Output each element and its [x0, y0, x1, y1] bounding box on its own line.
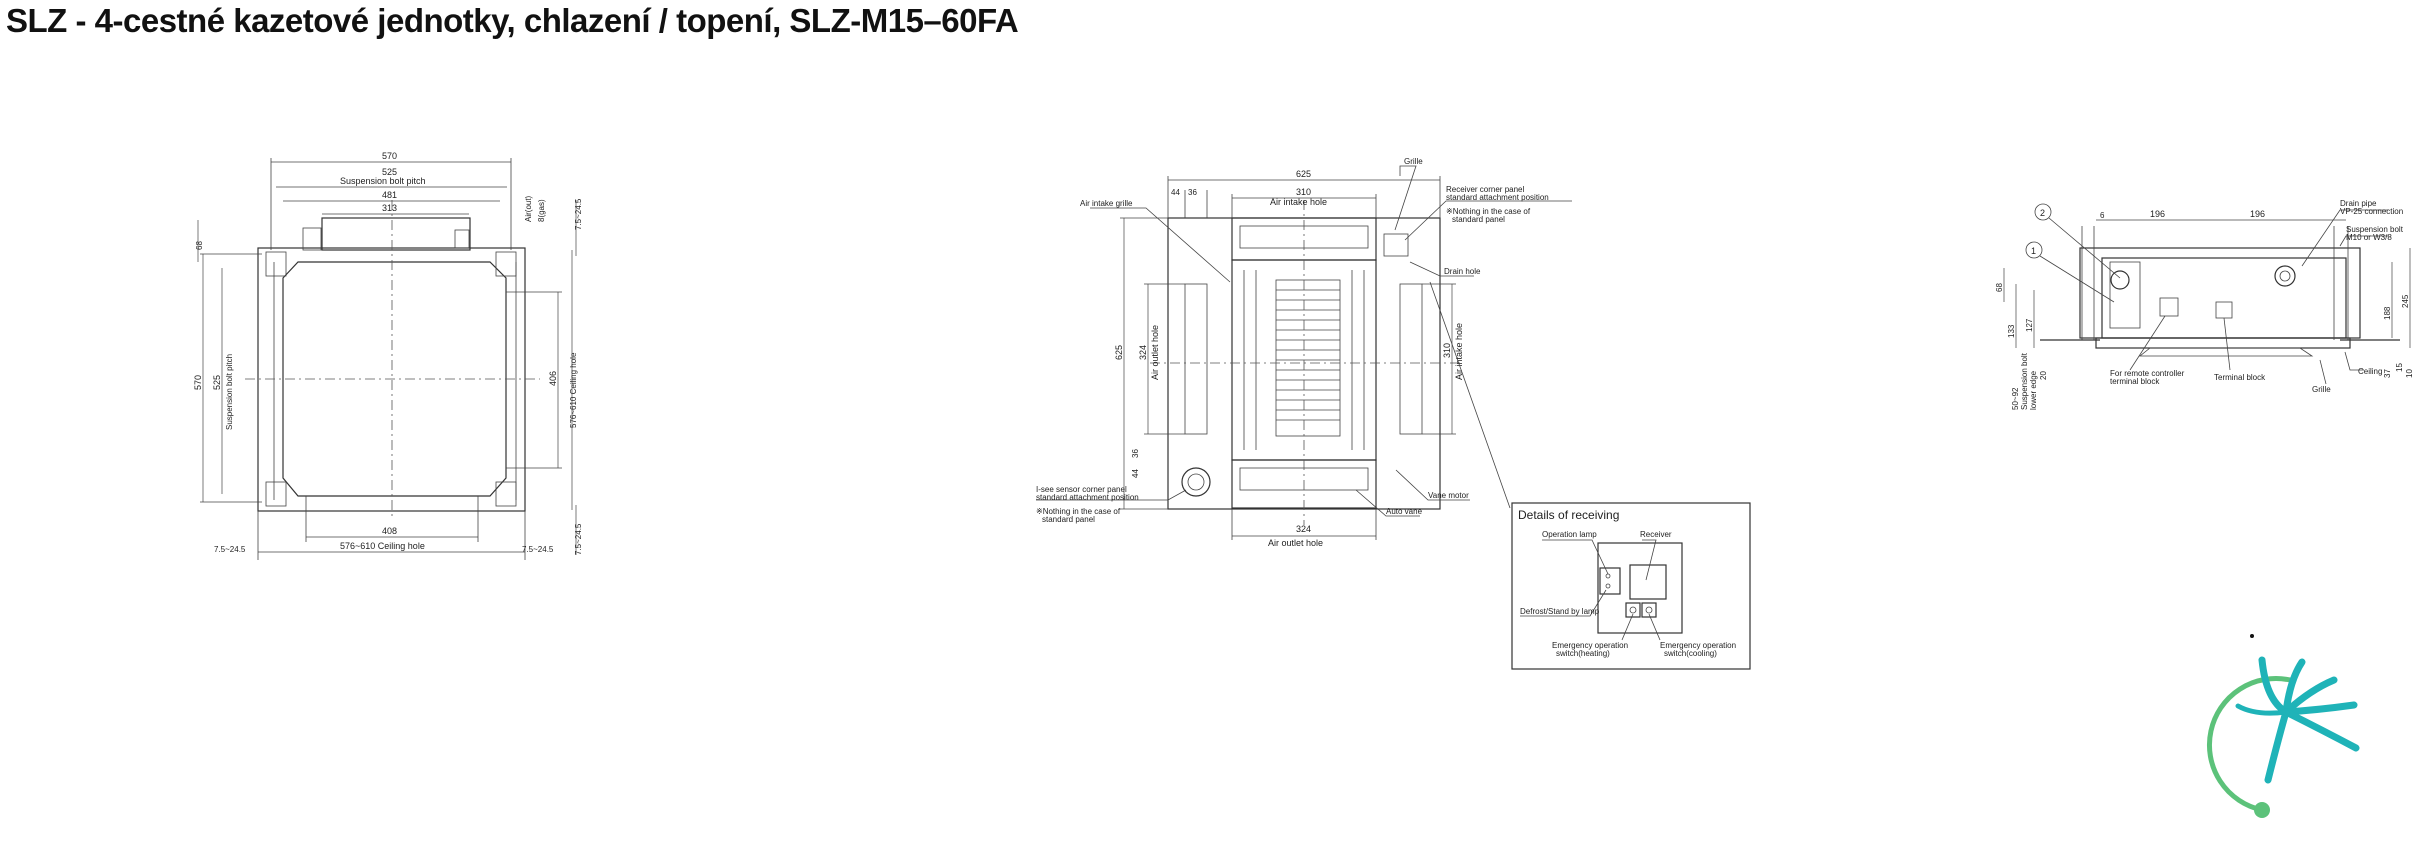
ceiling-label: Ceiling [2358, 367, 2382, 376]
ceiling-hole-v-label: 576~610 Ceiling hole [569, 352, 578, 428]
dim-h68: 68 [1995, 283, 2004, 292]
dim-h133: 133 [2007, 324, 2016, 338]
dim-406: 406 [548, 371, 558, 386]
view1-top-view: 570 525 Suspension bolt pitch 481 313 Ai… [193, 151, 583, 560]
dim-h37: 37 [2383, 369, 2392, 378]
dim-h625: 625 [1114, 345, 1124, 360]
air-intake-hole-label: Air intake hole [1270, 197, 1327, 207]
dim-408: 408 [382, 526, 397, 536]
emg-cool-1: Emergency operation [1660, 641, 1736, 650]
dim-570: 570 [382, 151, 397, 161]
circled-1-icon [2025, 241, 2043, 259]
dim-6: 6 [2100, 211, 2105, 220]
receiver-label: Receiver [1640, 530, 1672, 539]
dim-h324: 324 [1138, 345, 1148, 360]
isee-label-1: I-see sensor corner panel [1036, 485, 1127, 494]
defrost-label: Defrost/Stand by lamp [1520, 607, 1600, 616]
dim-h188: 188 [2383, 306, 2392, 320]
susp-bolt-label-1: Suspension bolt [2346, 225, 2404, 234]
view3-side-view: 6 196 196 2 1 68 133 127 20 50~92 Suspen… [1995, 199, 2414, 410]
dim-h20: 20 [2039, 371, 2048, 380]
dim-324: 324 [1296, 524, 1311, 534]
dim-44b: 44 [1131, 469, 1140, 478]
susp-bolt-label-2: M10 or W3/8 [2346, 233, 2392, 242]
receiver-note-2: standard panel [1452, 215, 1505, 224]
circled-2-icon [2034, 203, 2052, 221]
susp-level-3: lower edge [2029, 370, 2038, 410]
grille-slats [1243, 270, 1365, 450]
remote-label-1: For remote controller [2110, 369, 2185, 378]
dim-h245: 245 [2401, 294, 2410, 308]
drain-pipe-label-1: Drain pipe [2340, 199, 2377, 208]
dim-313: 313 [382, 203, 397, 213]
circled-1: 1 [2031, 246, 2036, 256]
dim-196a: 196 [2150, 209, 2165, 219]
receiver-panel-label-1: Receiver corner panel [1446, 185, 1524, 194]
operation-lamp-label: Operation lamp [1542, 530, 1597, 539]
dim-44: 44 [1171, 188, 1180, 197]
dim-h570: 570 [193, 375, 203, 390]
view3-unit-body [2079, 247, 2361, 339]
emg-heat-2: switch(heating) [1556, 649, 1610, 658]
view1-control-box [321, 217, 471, 251]
remote-label-2: terminal block [2110, 377, 2160, 386]
dim-top-right-75: 7.5~24.5 [574, 198, 583, 230]
page-title: SLZ - 4-cestné kazetové jednotky, chlaze… [6, 2, 1019, 39]
receiver-note-1: ※Nothing in the case of [1446, 207, 1531, 216]
dim-36: 36 [1188, 188, 1197, 197]
air-intake-hole-v-label: Air intake hole [1454, 323, 1464, 380]
dim-h525: 525 [212, 375, 222, 390]
receiver-icon [1629, 564, 1667, 600]
isee-note-2: standard panel [1042, 515, 1095, 524]
air-outlet-hole-label: Air outlet hole [1268, 538, 1323, 548]
dim-left-75: 7.5~24.5 [214, 545, 246, 554]
dim-h10: 10 [2405, 369, 2414, 378]
vane-motor-label: Vane motor [1428, 491, 1469, 500]
ceiling-hole-h-label: 576~610 Ceiling hole [340, 541, 425, 551]
view2-panel-view: 625 310 Air intake hole 44 36 625 324 Ai… [1036, 157, 1751, 670]
details-title: Details of receiving [1518, 508, 1619, 522]
suspension-bolt-pitch-label: Suspension bolt pitch [340, 176, 426, 186]
susp-level-1: 50~92 [2011, 387, 2020, 410]
dim-36b: 36 [1131, 449, 1140, 458]
dim-h15: 15 [2395, 363, 2404, 372]
air-intake-grille-label: Air intake grille [1080, 199, 1133, 208]
dim-525: 525 [382, 167, 397, 177]
view1-unit-body [282, 261, 507, 497]
isee-sensor-icon [1181, 467, 1211, 497]
grille-label: Grille [1404, 157, 1423, 166]
dim-310: 310 [1296, 187, 1311, 197]
dim-68: 68 [195, 241, 204, 250]
dim-h310: 310 [1442, 343, 1452, 358]
emg-cool-2: switch(cooling) [1664, 649, 1717, 658]
air-outlet-hole-v-label: Air outlet hole [1150, 325, 1160, 380]
grille-label-side: Grille [2312, 385, 2331, 394]
dim-right-75: 7.5~24.5 [522, 545, 554, 554]
receiver-panel-label-2: standard attachment position [1446, 193, 1549, 202]
dim-625: 625 [1296, 169, 1311, 179]
drain-pipe-label-2: VP-25 connection [2340, 207, 2403, 216]
terminal-block-label: Terminal block [2214, 373, 2266, 382]
dim-h127: 127 [2025, 318, 2034, 332]
receiver-corner-icon [1383, 233, 1409, 257]
isee-note-1: ※Nothing in the case of [1036, 507, 1121, 516]
auto-vane-label: Auto vane [1386, 507, 1423, 516]
details-of-receiving-box: Details of receiving Operation lamp Rece… [1511, 502, 1751, 670]
gas-label: 8(gas) [537, 199, 546, 222]
emg-heat-1: Emergency operation [1552, 641, 1628, 650]
susp-level-2: Suspension bolt [2020, 352, 2029, 410]
circled-2: 2 [2040, 208, 2045, 218]
drain-pipe-icon [2274, 265, 2296, 287]
isee-label-2: standard attachment position [1036, 493, 1139, 502]
dim-bottom-75: 7.5~24.5 [574, 523, 583, 555]
dim-196b: 196 [2250, 209, 2265, 219]
view1-outer-frame [257, 247, 526, 512]
dim-481: 481 [382, 190, 397, 200]
air-outlet-label: Air(out) [524, 195, 533, 222]
suspension-bolt-pitch-v-label: Suspension bolt pitch [225, 354, 234, 430]
logo-swirl [2207, 634, 2360, 818]
drain-hole-label: Drain hole [1444, 267, 1481, 276]
